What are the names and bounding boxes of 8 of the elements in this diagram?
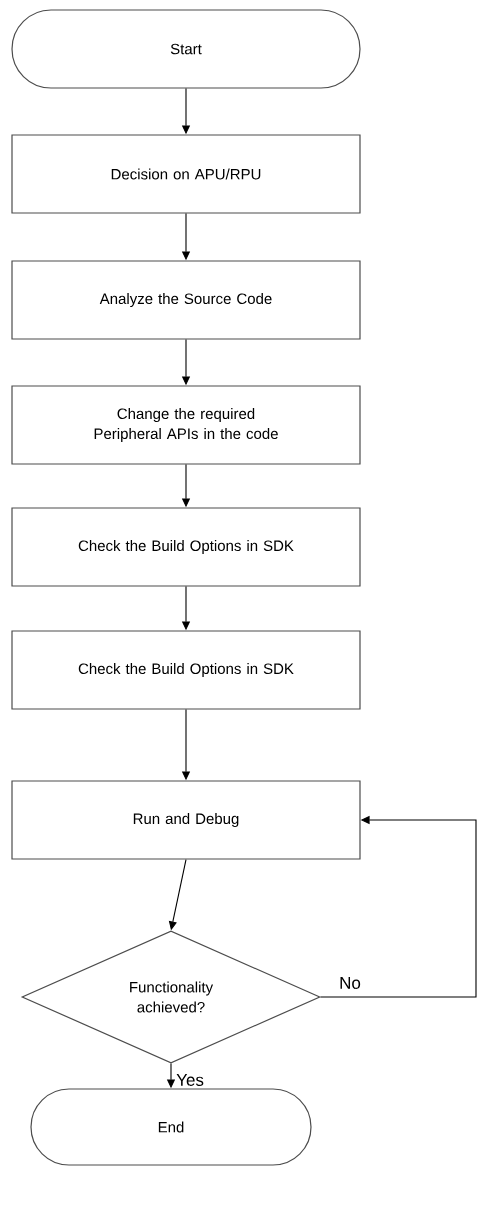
process-box: Check the Build Options in SDK <box>11 630 361 710</box>
edge-label: Yes <box>175 1073 205 1087</box>
process-box: Run and Debug <box>11 780 361 860</box>
process-box: Check the Build Options in SDK <box>11 507 361 587</box>
process-box: Analyze the Source Code <box>11 260 361 340</box>
process-box: Decision on APU/RPU <box>11 134 361 214</box>
edge-label: No <box>338 976 362 990</box>
process-box: Change the required Peripheral APIs in the code <box>11 385 361 465</box>
